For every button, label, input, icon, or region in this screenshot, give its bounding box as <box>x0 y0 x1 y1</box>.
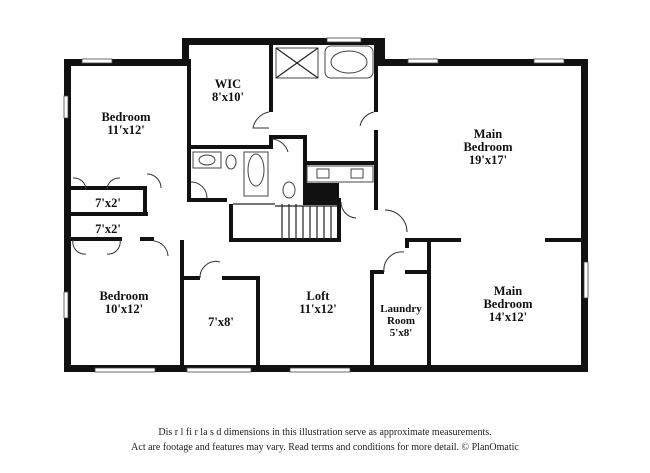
loft-name: Loft <box>307 289 331 303</box>
windows <box>63 37 589 373</box>
loft-size: 11'x12' <box>299 302 337 316</box>
doors <box>72 111 408 279</box>
main-bedroom-lower-name-1: Main <box>494 284 523 298</box>
disclaimer: Dis r l fi r la s d dimensions in this i… <box>0 425 650 455</box>
disclaimer-line-1: Dis r l fi r la s d dimensions in this i… <box>158 427 492 438</box>
bedroom-lower-left-size: 10'x12' <box>105 302 143 316</box>
wic-size: 8'x10' <box>212 90 244 104</box>
laundry-size: 5'x8' <box>390 327 413 339</box>
wic-name: WIC <box>215 77 241 91</box>
closet-b-size: 7'x2' <box>95 222 121 236</box>
laundry-name-2: Room <box>387 315 415 327</box>
bedroom-lower-left-name: Bedroom <box>99 289 149 303</box>
interior-walls <box>64 42 585 370</box>
main-bedroom-lower-name-2: Bedroom <box>483 297 533 311</box>
stairs <box>233 203 337 240</box>
bath-fixtures <box>192 45 374 199</box>
main-bedroom-upper-name-2: Bedroom <box>463 140 513 154</box>
disclaimer-line-2: Act are footage and features may vary. R… <box>131 442 519 453</box>
main-bedroom-lower-size: 14'x12' <box>489 310 527 324</box>
closet-a-size: 7'x2' <box>95 196 121 210</box>
bedroom-upper-left-name: Bedroom <box>101 110 151 124</box>
room-labels: Bedroom 11'x12' WIC 8'x10' Main Bedroom … <box>95 77 533 339</box>
floor-plan: Bedroom 11'x12' WIC 8'x10' Main Bedroom … <box>63 37 589 373</box>
main-bedroom-upper-size: 19'x17' <box>469 153 507 167</box>
main-bedroom-upper-name-1: Main <box>474 127 503 141</box>
closet-c-size: 7'x8' <box>208 315 234 329</box>
laundry-name-1: Laundry <box>380 303 422 315</box>
bedroom-upper-left-size: 11'x12' <box>107 123 145 137</box>
